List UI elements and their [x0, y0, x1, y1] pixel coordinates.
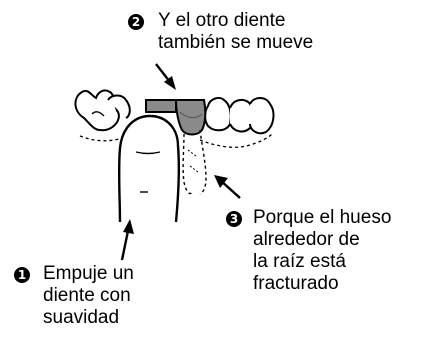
callout-line: Y el otro diente	[158, 10, 286, 31]
step-number-badge: 1	[14, 267, 30, 283]
callout-text: Porque el hueso alrededor de la raíz est…	[253, 207, 391, 295]
finger	[117, 114, 181, 223]
callout-line: diente con	[43, 285, 131, 306]
arrow-3	[214, 175, 241, 199]
callout-line: la raíz está	[253, 251, 346, 272]
callout-line: suavidad	[43, 307, 120, 328]
left-premolar	[107, 94, 131, 119]
callout-line: alrededor de	[253, 229, 360, 250]
pushed-tooth	[145, 99, 177, 113]
callout-line: también se mueve	[158, 32, 314, 53]
callout-text: Empuje un diente con suavidad	[43, 263, 134, 329]
fingernail-crease	[135, 151, 161, 155]
left-molar	[74, 89, 120, 132]
callout-line: Porque el hueso	[253, 207, 392, 228]
callout-line: fracturado	[253, 273, 339, 294]
arrow-1	[120, 219, 134, 261]
callout-text: Y el otro diente también se mueve	[158, 10, 313, 54]
right-molar-1	[204, 97, 232, 132]
callout-line: Empuje un	[43, 263, 134, 284]
step-number-badge: 2	[128, 14, 144, 30]
gum-line	[79, 133, 273, 148]
step-number-badge: 3	[226, 211, 242, 227]
arrow-2	[155, 63, 176, 90]
right-molar-3	[249, 97, 275, 135]
fractured-root	[182, 129, 207, 195]
